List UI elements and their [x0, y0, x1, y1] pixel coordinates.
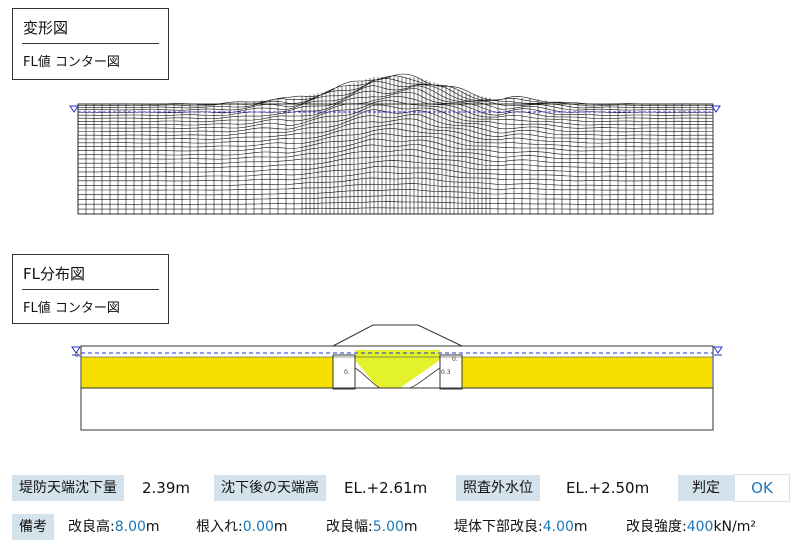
- deformation-title: 変形図: [23, 19, 69, 37]
- embankment-outline: [332, 324, 463, 347]
- improvement-width: 改良幅:5.00m: [326, 519, 418, 535]
- water-level-icon: [711, 105, 721, 113]
- deformation-mesh: [69, 73, 721, 215]
- water-level-icon: [713, 346, 723, 356]
- divider: [22, 43, 159, 44]
- improvement-block-right: [439, 354, 463, 390]
- liquefiable-layer-left: [82, 357, 333, 388]
- water-level-value: EL.+2.50m: [566, 479, 650, 497]
- fl-value-label: 0.3: [441, 369, 451, 376]
- fl-contour-left: [354, 367, 381, 389]
- settlement-label: 堤防天端沈下量: [12, 475, 124, 501]
- mesh-boundary: [77, 103, 714, 215]
- judgement-value: OK: [734, 474, 790, 502]
- crest-height-value: EL.+2.61m: [344, 479, 428, 497]
- fl-value-label: 0.: [452, 356, 458, 363]
- settlement-value: 2.39m: [142, 479, 191, 497]
- improvement-height: 改良高:8.00m: [68, 519, 160, 535]
- fl-value-label: 0.: [75, 352, 81, 359]
- improvement-strength: 改良強度:400kN/m²: [626, 519, 756, 535]
- water-level-icon: [71, 346, 81, 356]
- improvement-block-left: [332, 354, 356, 390]
- deformation-subtitle: FL値 コンター図: [23, 55, 120, 70]
- divider: [22, 289, 159, 290]
- water-level-icon: [69, 105, 79, 113]
- notes-label: 備考: [12, 514, 54, 540]
- water-level-label: 照査外水位: [456, 475, 540, 501]
- fl-panel-label: FL分布図 FL値 コンター図: [12, 254, 169, 324]
- judgement-label: 判定: [678, 475, 734, 501]
- fl-subtitle: FL値 コンター図: [23, 301, 120, 316]
- fl-distribution-diagram: 0. 0. 0.3 0.: [71, 324, 723, 431]
- crest-height-label: 沈下後の天端高: [214, 475, 326, 501]
- fl-value-label: 0.: [344, 369, 350, 376]
- liquefiable-layer-right: [462, 357, 712, 388]
- below-embankment-improvement: 堤体下部改良:4.00m: [454, 519, 588, 535]
- deformation-panel-label: 変形図 FL値 コンター図: [12, 8, 169, 80]
- fl-title: FL分布図: [23, 265, 85, 283]
- embedment-depth: 根入れ:0.00m: [196, 519, 288, 535]
- center-liquefaction-zone: [355, 350, 440, 388]
- fl-contour-right: [409, 367, 441, 389]
